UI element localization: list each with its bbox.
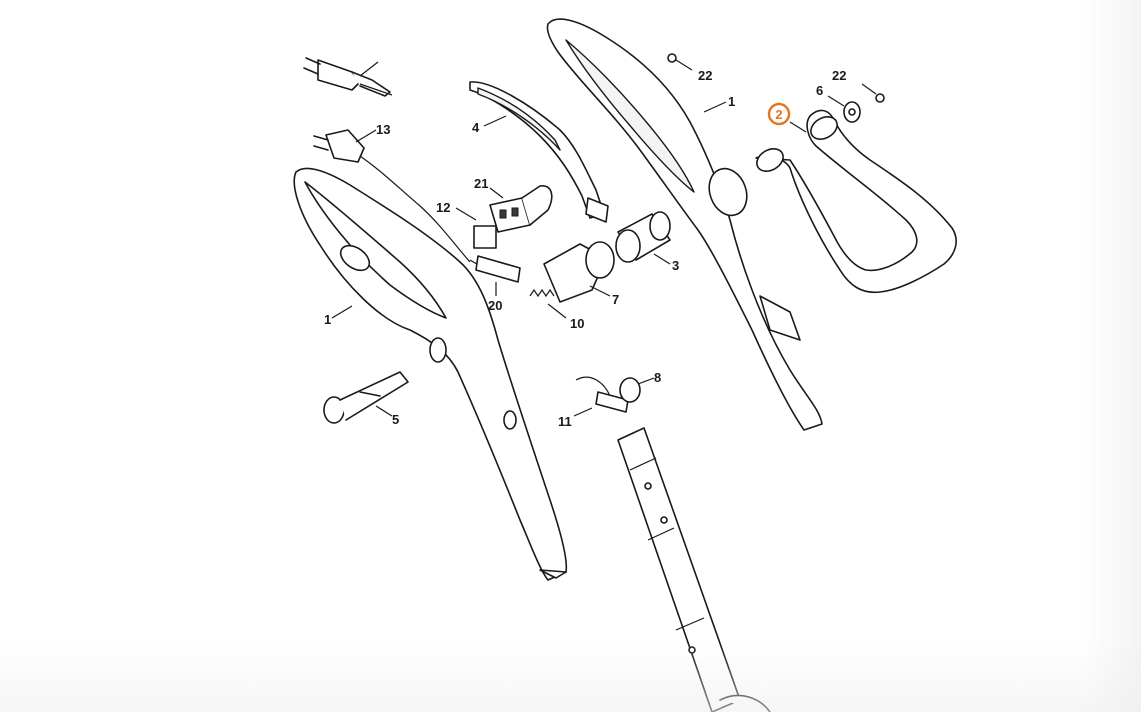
cap-part-8	[619, 377, 655, 403]
callout-21: 21	[474, 176, 488, 191]
callout-6: 6	[816, 83, 823, 98]
callout-10: 10	[570, 316, 584, 331]
callout-22-b: 22	[832, 68, 846, 83]
shaft-pin-part-5	[323, 371, 409, 424]
callout-12: 12	[436, 200, 450, 215]
nut-part-6	[827, 95, 861, 123]
left-housing-part-1	[293, 167, 568, 581]
callout-13: 13	[376, 122, 390, 137]
cylinder-part-3	[615, 211, 671, 265]
callout-8: 8	[654, 370, 661, 385]
callout-20: 20	[488, 298, 502, 313]
callout-5: 5	[392, 412, 399, 427]
shaft-tube	[617, 427, 771, 712]
callout-2: 2	[775, 107, 782, 122]
callout-22-a: 22	[698, 68, 712, 83]
highlight-ring	[767, 102, 791, 126]
screw-part-22-b	[861, 83, 885, 103]
switch-tube-part-20	[475, 255, 521, 296]
power-plug-part	[303, 57, 393, 97]
callout-1-right: 1	[728, 94, 735, 109]
callout-11: 11	[558, 414, 572, 429]
callout-1-left: 1	[324, 312, 331, 327]
callout-7: 7	[612, 292, 619, 307]
plug-cord-part-13	[313, 129, 471, 263]
right-housing-part-1	[546, 18, 823, 431]
spring-part-10	[529, 288, 567, 319]
trigger-lever-part-4	[469, 81, 609, 223]
switch-part-21	[489, 185, 553, 233]
loop-handle-part-2	[755, 109, 957, 294]
lock-button-part-7	[543, 241, 615, 303]
cable-part-11	[573, 376, 629, 417]
callout-4: 4	[472, 120, 480, 135]
highlight-callout-2[interactable]: 2	[767, 102, 791, 126]
callout-3: 3	[672, 258, 679, 273]
screw-part-22-a	[667, 53, 693, 71]
